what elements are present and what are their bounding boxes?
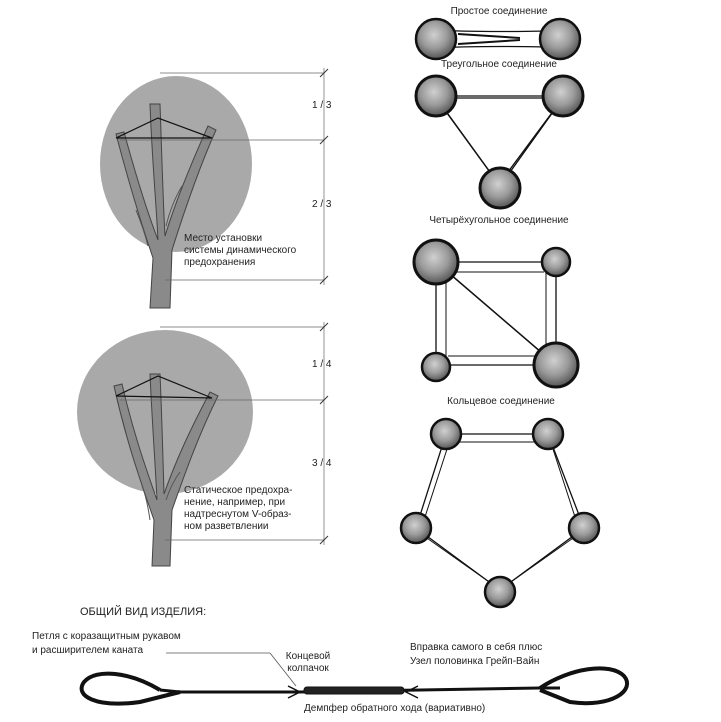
cable-static: [115, 375, 213, 399]
cable-dynamic: [115, 117, 213, 139]
tree-static: [77, 322, 329, 567]
product-rope: [79, 652, 630, 706]
damper-label: Демпфер обратного хода (вариативно): [304, 703, 486, 714]
dynamic-caption: Место установки системы динамического пр…: [184, 233, 297, 268]
ratio-3-4: 3 / 4: [312, 458, 332, 469]
triangle-connection: [414, 74, 585, 210]
static-caption: Статическое предохра- нение, например, п…: [184, 485, 293, 532]
end-cap-label: Концевой колпачок: [285, 651, 331, 674]
ratio-1-3: 1 / 3: [312, 100, 332, 111]
ratio-1-4: 1 / 4: [312, 359, 332, 370]
tree-trunk: [113, 373, 219, 567]
loop-caption: Петля с коразащитным рукавом и расширите…: [32, 631, 181, 656]
tree-dynamic: [100, 68, 329, 309]
splice-label: Вправка самого в себя плюс Узел половинк…: [410, 642, 543, 667]
title-triangle: Треугольное соединение: [441, 59, 557, 70]
damper: [303, 686, 405, 695]
title-ring: Кольцевое соединение: [447, 396, 555, 407]
ratio-2-3: 2 / 3: [312, 199, 332, 210]
product-heading: ОБЩИЙ ВИД ИЗДЕЛИЯ:: [80, 606, 207, 618]
quad-connection: [412, 238, 580, 389]
title-quad: Четырёхугольное соединение: [429, 215, 569, 226]
loop-right: [538, 666, 630, 706]
tree-crown: [77, 330, 253, 494]
simple-connection: [414, 17, 582, 61]
ring-connection: [399, 417, 601, 609]
loop-left: [79, 671, 181, 706]
tree-trunk: [115, 103, 217, 309]
title-simple: Простое соединение: [450, 6, 548, 17]
